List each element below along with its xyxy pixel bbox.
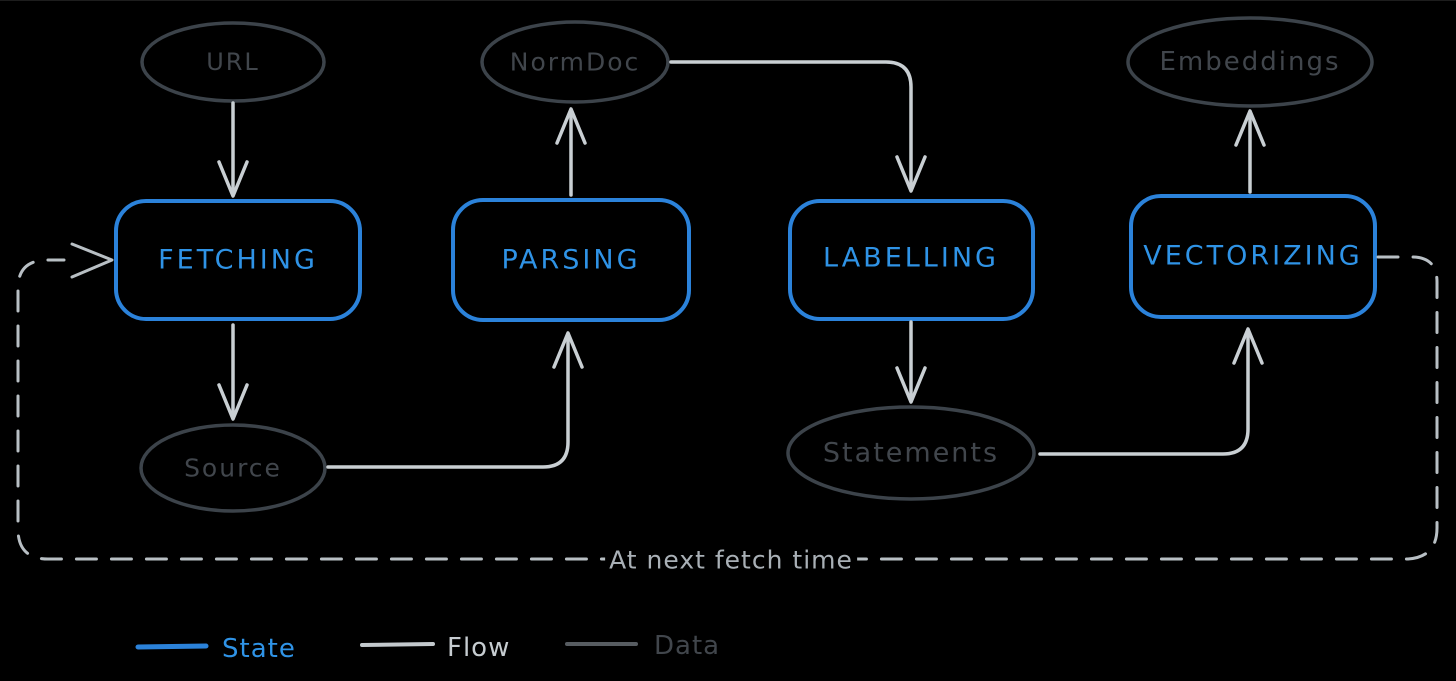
arrow-statements-to-vectorizing (1038, 327, 1264, 456)
source-label: Source (184, 453, 282, 483)
arrow-fetching-to-source (217, 323, 249, 421)
arrow-labelling-to-statements (895, 320, 927, 404)
normdoc-ellipse (480, 20, 670, 104)
url-label: URL (206, 48, 260, 76)
vectorizing-label: VECTORIZING (1143, 240, 1363, 272)
legend-flow-line (360, 642, 435, 647)
arrow-normdoc-to-labelling (669, 60, 927, 193)
legend-state-line (135, 643, 209, 650)
normdoc-label: NormDoc (509, 47, 641, 77)
statements-ellipse (786, 405, 1036, 501)
labelling-label: LABELLING (823, 242, 999, 274)
parsing-label: PARSING (501, 244, 641, 276)
fetching-label: FETCHING (158, 244, 318, 276)
embeddings-label: Embeddings (1159, 47, 1341, 77)
refetch-loop-label: At next fetch time (605, 545, 857, 575)
arrow-parsing-to-normdoc (555, 107, 587, 197)
legend-flow-label: Flow (447, 633, 511, 663)
refetch-loop-dashed-path (16, 255, 1439, 561)
vectorizing-box (1129, 194, 1377, 319)
legend-data-label: Data (654, 631, 721, 661)
fetching-box (114, 199, 362, 321)
refetch-loop-arrowhead-icon (70, 242, 114, 279)
embeddings-ellipse (1126, 16, 1374, 108)
url-ellipse (140, 21, 326, 103)
arrow-url-to-fetching (217, 101, 249, 198)
statements-label: Statements (822, 437, 1000, 469)
arrow-vectorizing-to-embeddings (1234, 109, 1266, 194)
legend-state-label: State (222, 634, 296, 664)
window-top-edge (0, 0, 1456, 1)
labelling-box (788, 199, 1035, 321)
parsing-box (451, 198, 691, 322)
arrow-source-to-parsing (326, 331, 584, 469)
source-ellipse (139, 423, 327, 513)
